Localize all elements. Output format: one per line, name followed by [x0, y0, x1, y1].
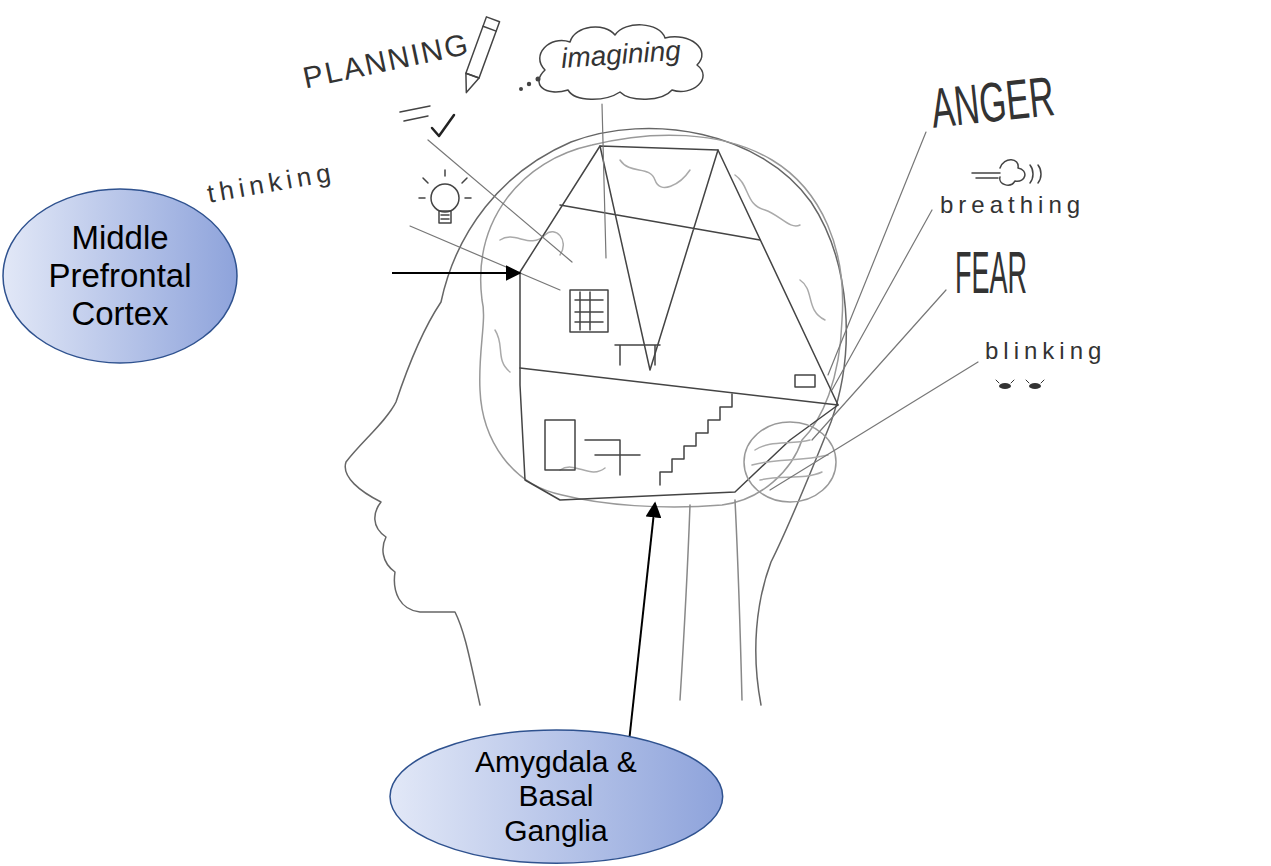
function-label: imagining — [560, 36, 682, 75]
function-label: ANGER — [928, 65, 1057, 139]
pointer-arrow — [392, 272, 520, 274]
callout-text: Amygdala & Basal Ganglia — [467, 745, 645, 849]
check-mark — [432, 115, 454, 136]
callout-text: Middle Prefrontal Cortex — [30, 219, 210, 333]
ellipse-shape — [390, 730, 723, 863]
brain-outline — [480, 135, 843, 507]
pointer-arrow — [629, 503, 655, 742]
function-label: thinking — [205, 157, 338, 208]
breath-puff-icon — [972, 160, 1041, 185]
leader-line — [410, 226, 560, 290]
leader-line — [428, 140, 572, 262]
stairs — [660, 394, 732, 485]
brain-fold — [495, 330, 510, 372]
brain-fold — [800, 280, 825, 320]
leader-line — [832, 210, 932, 390]
eye-icon — [1029, 383, 1041, 389]
window — [795, 375, 815, 387]
cerebellum-fold — [752, 440, 828, 480]
cerebellum — [744, 422, 836, 502]
brain-stem — [680, 500, 742, 700]
table — [615, 345, 660, 365]
callout-ellipse: Middle Prefrontal Cortex — [2, 188, 238, 364]
ellipse-shape — [3, 189, 237, 363]
eye-icon — [999, 383, 1011, 389]
function-label: FEAR — [955, 240, 1027, 306]
leader-line — [828, 132, 926, 375]
furniture — [545, 420, 640, 475]
text-holder: Middle Prefrontal Cortex — [2, 188, 238, 364]
lightbulb-icon — [419, 170, 471, 223]
function-label: breathing — [940, 192, 1085, 218]
brain-fold — [735, 175, 800, 226]
brain-fold — [500, 232, 563, 255]
thought-cloud — [539, 25, 703, 99]
brain-fold — [620, 160, 690, 187]
house-floor — [520, 368, 838, 405]
leader-line — [770, 362, 978, 490]
callout-ellipse: Amygdala & Basal Ganglia — [389, 729, 724, 864]
house-outline — [520, 146, 838, 500]
function-label: PLANNING — [300, 27, 473, 94]
thought-dot — [536, 77, 541, 82]
roof-beam — [560, 146, 760, 370]
bookshelf-books — [575, 292, 603, 330]
text-holder: Amygdala & Basal Ganglia — [389, 729, 724, 864]
function-label: blinking — [985, 338, 1106, 364]
eye-lash — [996, 380, 1044, 383]
head-outline — [345, 129, 846, 706]
thought-dot — [519, 87, 523, 91]
thought-dot — [527, 82, 531, 86]
planning-underline — [400, 106, 430, 121]
bookshelf — [570, 290, 608, 332]
leader-line — [812, 290, 946, 440]
leader-line — [602, 104, 606, 258]
